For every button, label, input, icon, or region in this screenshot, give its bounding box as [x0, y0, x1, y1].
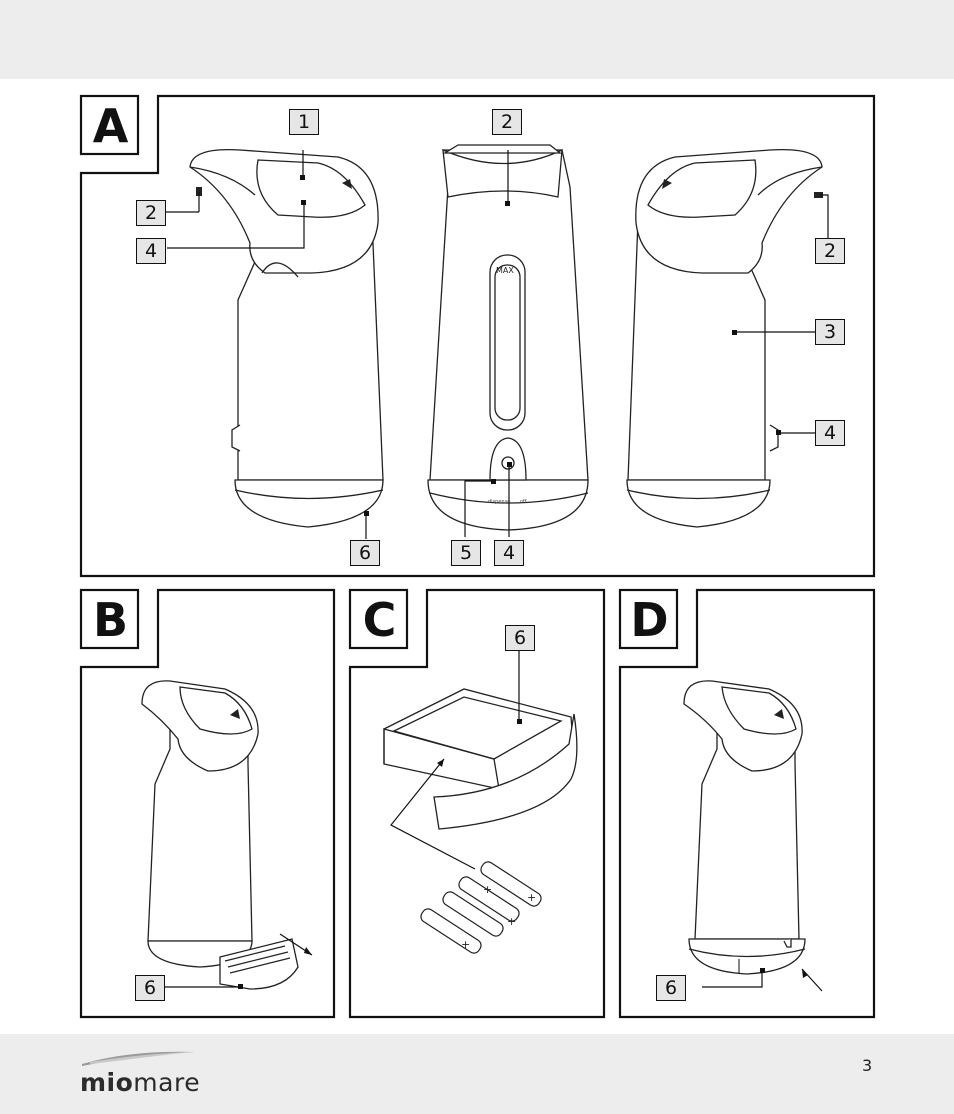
battery-plus-2: + [507, 915, 516, 928]
panel-a: MAX dispense off A [79, 94, 876, 578]
callout-a-2-right: 2 [815, 238, 845, 264]
logo-text-bold: mio [80, 1068, 134, 1097]
callout-a-4-right: 4 [815, 420, 845, 446]
header-band [0, 0, 954, 79]
page-number: 3 [862, 1056, 873, 1075]
panel-c-illustration: + + + + [348, 588, 606, 1019]
panel-c: + + + + C [348, 588, 606, 1019]
panel-d-illustration [618, 588, 876, 1019]
max-marking: MAX [496, 266, 514, 275]
callout-c-6: 6 [505, 625, 535, 651]
panel-label-d: D [630, 593, 669, 647]
callout-a-4-left: 4 [136, 238, 166, 264]
callout-a-1: 1 [289, 109, 319, 135]
panel-b: B [79, 588, 336, 1019]
callout-a-2-center: 2 [492, 109, 522, 135]
callout-a-4-center: 4 [494, 540, 524, 566]
panel-label-b: B [92, 593, 129, 647]
battery-plus-3: + [483, 883, 492, 896]
panel-d: D [618, 588, 876, 1019]
callout-a-6: 6 [350, 540, 380, 566]
miomare-logo: miomare [80, 1048, 210, 1098]
callout-a-2-left: 2 [136, 200, 166, 226]
logo-wave-icon [82, 1051, 195, 1066]
panel-b-illustration [79, 588, 336, 1019]
callout-a-5: 5 [451, 540, 481, 566]
callout-d-6: 6 [656, 975, 686, 1001]
footer-band [0, 1034, 954, 1114]
panel-label-a: A [92, 99, 129, 153]
off-marking: off [520, 499, 527, 505]
logo-text-light: mare [133, 1068, 201, 1097]
callout-b-6: 6 [135, 975, 165, 1001]
battery-plus-1: + [461, 938, 470, 951]
callout-a-3: 3 [815, 319, 845, 345]
panel-a-illustration: MAX dispense off [79, 94, 876, 578]
battery-plus-4: + [527, 891, 536, 904]
panel-label-c: C [362, 593, 397, 647]
dispense-marking: dispense [488, 499, 510, 505]
